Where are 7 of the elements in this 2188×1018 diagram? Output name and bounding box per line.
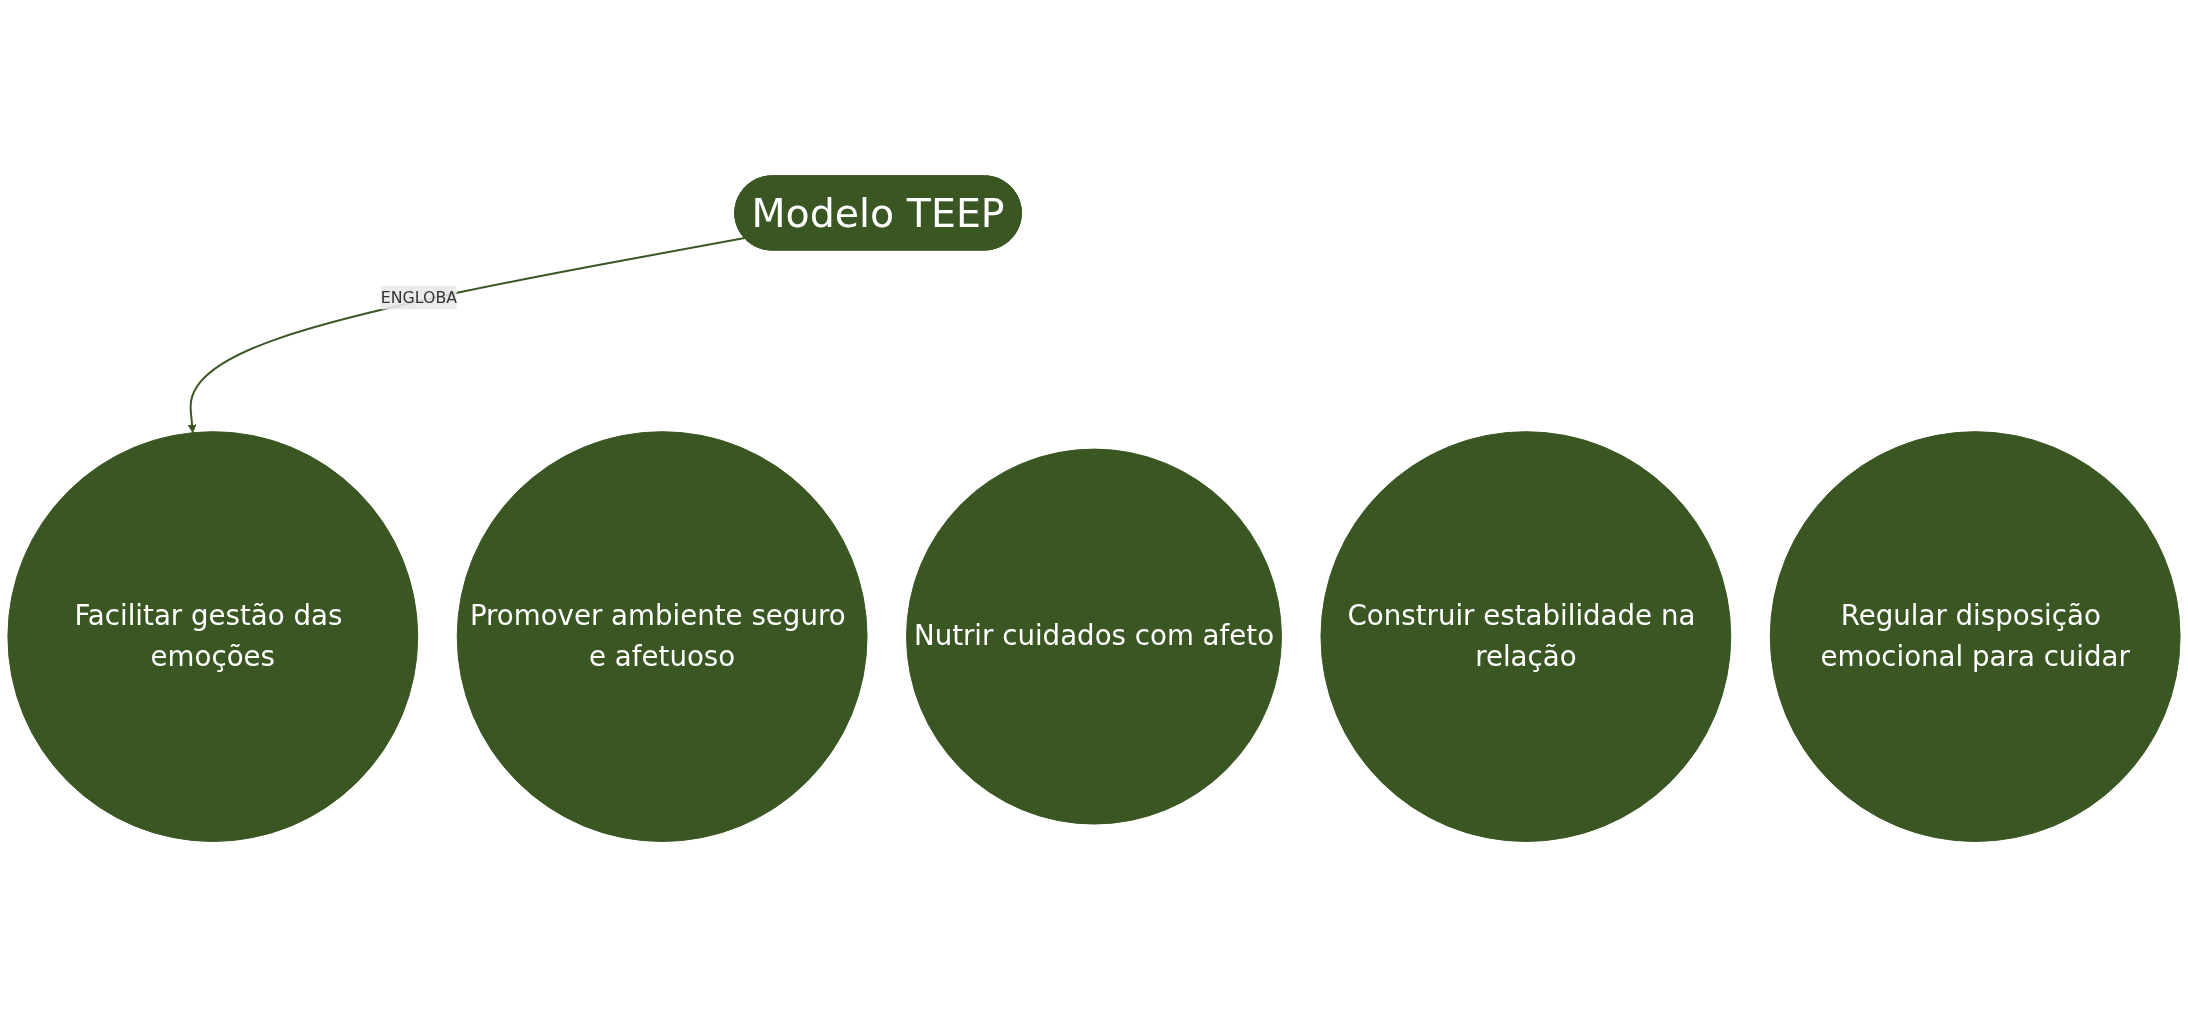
node-circle: Regular disposição emocional para cuidar: [1769, 431, 2181, 843]
arrow: [187, 237, 746, 434]
node-circle: Nutrir cuidados com afeto: [906, 448, 1282, 825]
node-circle: Construir estabilidade na relação: [1320, 431, 1732, 843]
node-circle: Facilitar gestão das emoções: [7, 431, 419, 843]
node-circle: Promover ambiente seguro e afetuoso: [456, 431, 868, 843]
edge-label: ENGLOBA: [380, 288, 458, 307]
